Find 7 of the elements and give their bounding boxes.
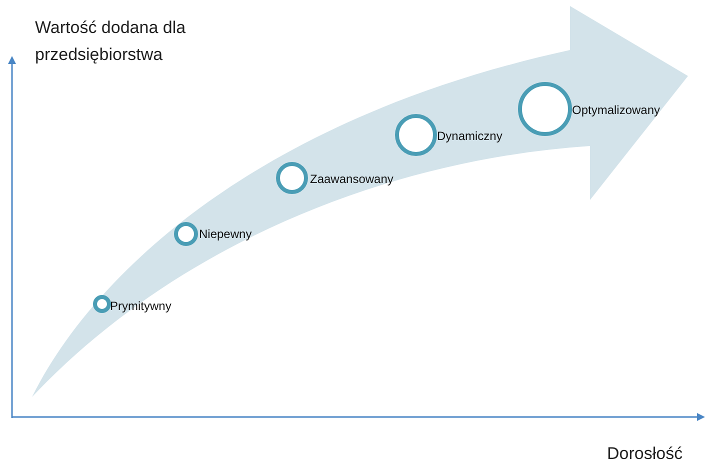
x-axis-title: Dorosłość xyxy=(607,443,684,462)
stage-label: Optymalizowany xyxy=(572,103,660,117)
stage-label: Zaawansowany xyxy=(310,172,394,186)
stage-label: Dynamiczny xyxy=(437,129,502,143)
stage-label: Niepewny xyxy=(199,227,252,241)
y-axis-title: Wartość dodana dla przedsiębiorstwa xyxy=(35,17,187,66)
stage-label: Prymitywny xyxy=(110,299,172,313)
